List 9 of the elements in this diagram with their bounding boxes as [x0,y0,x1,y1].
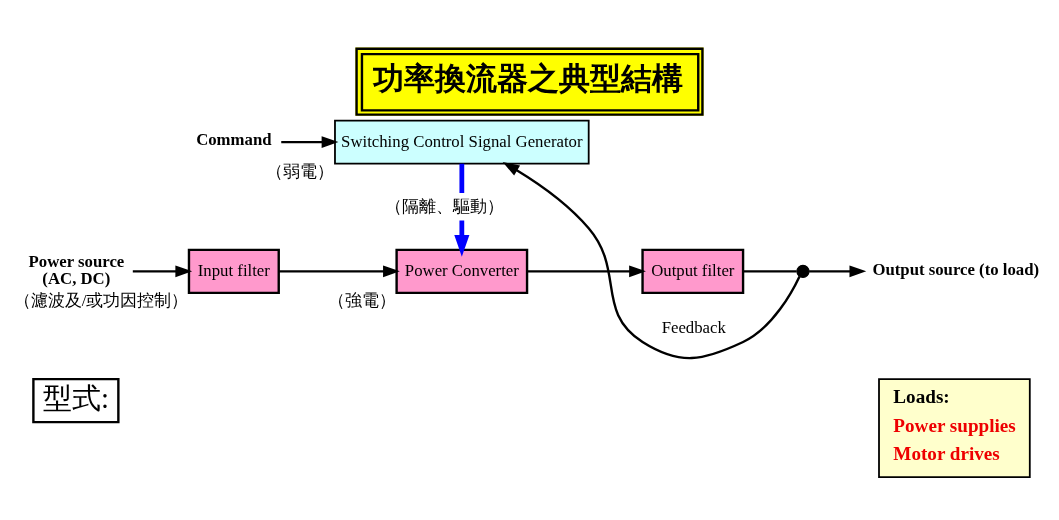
diagram-title: 功率換流器之典型結構 [372,60,683,96]
node-label: （強電） [327,291,396,311]
node-label: （弱電） [266,162,335,182]
node-text: Command [196,130,272,150]
node-text: Output source (to load) [872,259,1040,279]
edge-label: Feedback [661,318,726,338]
node-label: （濾波及/或功因控制） [13,291,189,311]
edge-label: （隔離、驅動） [384,196,504,216]
node-text: Power source (AC, DC) [28,251,125,288]
